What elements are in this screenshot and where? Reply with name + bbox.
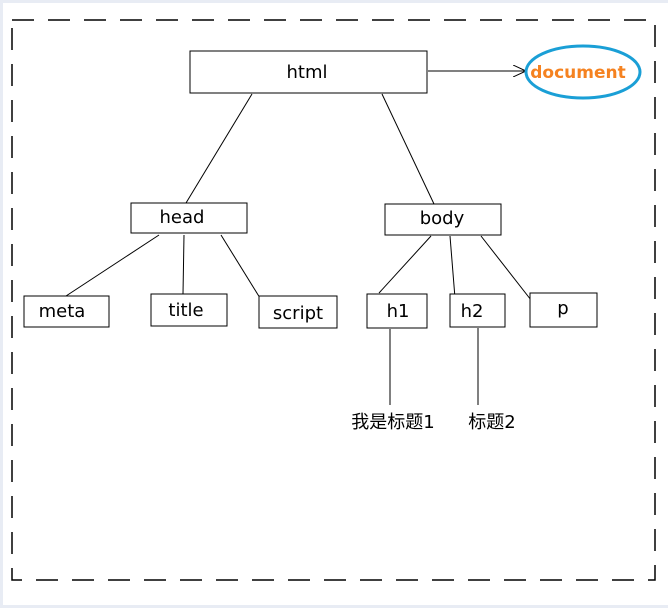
- node-title: title: [150, 293, 228, 327]
- document-node: document: [524, 44, 642, 100]
- node-head: head: [130, 202, 248, 234]
- edge-html-body: [381, 93, 435, 205]
- node-h2-label: h2: [461, 301, 484, 322]
- edge-body-p: [480, 235, 532, 301]
- node-p-label: p: [557, 298, 568, 319]
- node-body: body: [384, 203, 502, 236]
- window-edge-bottom: [0, 605, 668, 608]
- edge-html-head: [185, 93, 253, 204]
- node-p: p: [529, 292, 598, 328]
- edge-head-script: [220, 234, 261, 299]
- node-h2: h2: [449, 293, 506, 328]
- node-h1: h1: [366, 293, 428, 329]
- window-edge-top: [0, 0, 668, 3]
- node-head-label: head: [160, 207, 205, 228]
- document-label: document: [530, 63, 626, 83]
- node-html: html: [189, 50, 428, 94]
- h1-text-content: 我是标题1: [351, 412, 434, 433]
- node-html-label: html: [286, 62, 327, 83]
- window-edge-left: [0, 0, 3, 608]
- node-title-label: title: [168, 300, 203, 321]
- node-script-label: script: [273, 303, 323, 324]
- node-meta: meta: [23, 295, 110, 328]
- dashed-frame: [11, 19, 656, 581]
- edge-head-meta: [65, 234, 160, 297]
- edge-body-h1: [378, 235, 432, 294]
- node-body-label: body: [420, 208, 465, 229]
- edge-body-h2: [449, 235, 456, 299]
- h2-text-content: 标题2: [468, 412, 515, 433]
- node-meta-label: meta: [39, 301, 86, 322]
- document-ellipse: [524, 44, 642, 100]
- node-h1-label: h1: [387, 301, 410, 322]
- edge-head-title: [182, 234, 185, 295]
- node-script: script: [258, 295, 338, 329]
